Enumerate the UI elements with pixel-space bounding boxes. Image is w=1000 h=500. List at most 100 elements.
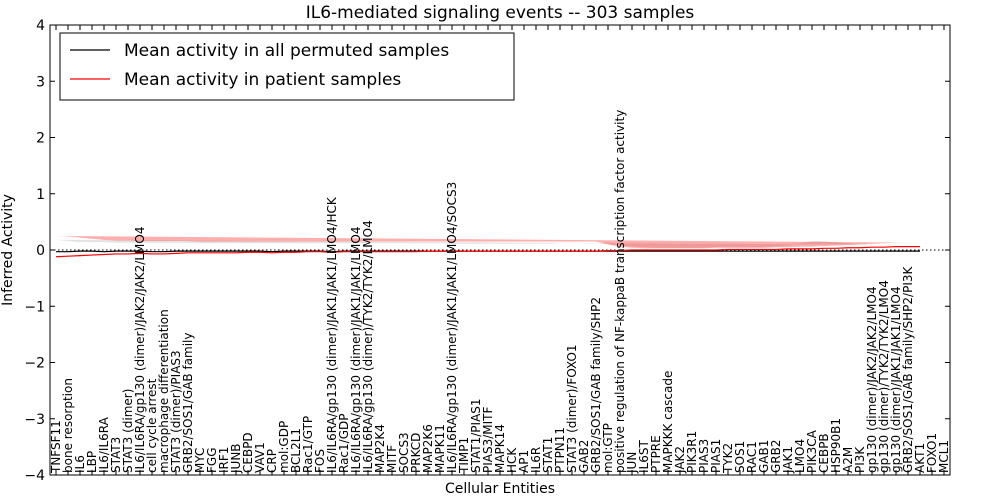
category-label: MCL1 bbox=[937, 440, 951, 473]
category-label: JUNB bbox=[229, 443, 243, 474]
category-label: STAT3 bbox=[109, 437, 123, 473]
category-label: IL6/IL6RA/gp130 (dimer)/JAK1/JAK1/LMO4/S… bbox=[445, 182, 459, 473]
category-label: gp130 (dimer)/TYK2/TYK2/LMO4 bbox=[877, 280, 891, 473]
category-label: TNFSF11 bbox=[49, 420, 63, 474]
category-label: IL6/IL6RA/gp130 (dimer)/JAK1/JAK1/LMO4/H… bbox=[325, 196, 339, 473]
category-label: IL6/IL6RA/gp130 (dimer)/TYK2/TYK2/LMO4 bbox=[361, 220, 375, 473]
category-label: TIMP1 bbox=[457, 437, 471, 474]
y-axis: −4 −3 −2 −1 0 1 2 3 4 bbox=[24, 18, 950, 484]
category-label: JUN bbox=[625, 452, 639, 474]
category-label: STAT3 (dimer) bbox=[121, 389, 135, 473]
category-label: GAB2 bbox=[577, 440, 591, 473]
category-label: gp130 (dimer)/JAK2/JAK2/LMO4 bbox=[865, 286, 879, 473]
category-label: MAPK14 bbox=[493, 424, 507, 473]
category-label: IL6 bbox=[73, 455, 87, 473]
category-label: LBP bbox=[85, 451, 99, 473]
category-label: STAT1/PIAS1 bbox=[469, 398, 483, 473]
category-label: GRB2/SOS1/GAB family/SHP2 bbox=[589, 297, 603, 473]
legend-label-patient: Mean activity in patient samples bbox=[124, 70, 401, 90]
category-label: cell cycle arrest bbox=[145, 378, 159, 473]
category-label: IL6/IL6RA/gp130 (dimer)/JAK2/JAK2/LMO4 bbox=[133, 227, 147, 473]
category-label: PRKCD bbox=[409, 433, 423, 473]
category-label: Rac1/GDP bbox=[337, 414, 351, 473]
category-label: GAB1 bbox=[757, 440, 771, 473]
category-label: SOS1 bbox=[733, 441, 747, 473]
category-label: positive regulation of NF-kappaB transcr… bbox=[613, 110, 627, 473]
y-axis-label: Inferred Activity bbox=[0, 194, 16, 306]
line-patient bbox=[55, 246, 920, 258]
y-tick-label: −2 bbox=[24, 356, 45, 372]
category-label: MYC bbox=[193, 448, 207, 473]
y-tick-label: −4 bbox=[24, 468, 45, 484]
category-label: STAT3 (dimer)/PIAS3 bbox=[169, 350, 183, 473]
category-label: PIAS3/MITF bbox=[481, 406, 495, 473]
legend: Mean activity in all permuted samples Me… bbox=[59, 32, 515, 101]
category-label: Rac1/GTP bbox=[301, 416, 315, 473]
category-label: IRF1 bbox=[217, 447, 231, 473]
x-axis-ticks bbox=[55, 25, 945, 475]
category-label: bone resorption bbox=[61, 378, 75, 473]
category-label: VAV1 bbox=[253, 442, 267, 473]
y-tick-label: −1 bbox=[24, 299, 45, 315]
category-label: TYK2 bbox=[721, 443, 735, 474]
category-label: PTPRE bbox=[649, 435, 663, 473]
category-label: FOS bbox=[313, 449, 327, 473]
category-label: gp130 (dimer)/JAK1/JAK1/LMO4 bbox=[889, 286, 903, 473]
category-label: STAT1 bbox=[541, 437, 555, 473]
y-tick-label: 2 bbox=[36, 131, 45, 147]
legend-box bbox=[59, 32, 515, 101]
band-permuted bbox=[56, 239, 920, 248]
category-label: MAPKKK cascade bbox=[661, 371, 675, 473]
y-tick-label: 4 bbox=[36, 18, 45, 34]
category-label: mol:GDP bbox=[277, 421, 291, 473]
y-tick-label: 0 bbox=[36, 243, 45, 259]
series-lines bbox=[50, 246, 950, 258]
category-label: BCL2L1 bbox=[289, 428, 303, 473]
chart-title: IL6-mediated signaling events -- 303 sam… bbox=[306, 3, 695, 23]
category-label: mol:GTP bbox=[601, 423, 615, 473]
category-label: GRB2 bbox=[769, 439, 783, 473]
category-label: CRP bbox=[265, 449, 279, 473]
category-label: AKT1 bbox=[913, 443, 927, 473]
category-label: FOXO1 bbox=[925, 433, 939, 473]
category-label: HCK bbox=[505, 447, 519, 473]
category-label: MITF bbox=[385, 445, 399, 473]
category-label: CEBPB bbox=[817, 433, 831, 473]
category-label: IL6ST bbox=[637, 440, 651, 473]
y-tick-label: 3 bbox=[36, 74, 45, 90]
y-tick-label: 1 bbox=[36, 187, 45, 203]
category-label: IL6R bbox=[529, 447, 543, 473]
category-label: PTPN11 bbox=[553, 427, 567, 473]
category-label: LMO4 bbox=[793, 439, 807, 473]
category-label: JAK1 bbox=[781, 446, 795, 474]
category-label: PIK3CA bbox=[805, 429, 819, 473]
category-label: RAC1 bbox=[745, 441, 759, 473]
category-label: GRB2/SOS1/GAB family/SHP2/PI3K bbox=[901, 265, 915, 473]
category-label: HSP90B1 bbox=[829, 418, 843, 473]
band-patient bbox=[56, 235, 920, 249]
category-label: PIAS3 bbox=[697, 439, 711, 473]
category-label: AP1 bbox=[517, 450, 531, 473]
category-label: MAP2K6 bbox=[421, 424, 435, 473]
category-label: IL6/IL6RA/gp130 (dimer)/JAK1/JAK1/LMO4 bbox=[349, 227, 363, 473]
y-tick-label: −3 bbox=[24, 412, 45, 428]
category-label: SOCS3 bbox=[397, 432, 411, 473]
category-label: MAP2K4 bbox=[373, 424, 387, 473]
confidence-bands bbox=[56, 235, 920, 249]
category-label: GRB2/SOS1/GAB family bbox=[181, 333, 195, 474]
category-label: STAT3 (dimer)/FOXO1 bbox=[565, 344, 579, 473]
category-label: MAPK11 bbox=[433, 424, 447, 473]
category-label: CEBPD bbox=[241, 432, 255, 473]
category-label: IL6/IL6RA bbox=[97, 416, 111, 473]
category-label: macrophage differentiation bbox=[157, 309, 171, 473]
category-label: JAK2 bbox=[673, 446, 687, 474]
x-axis-label: Cellular Entities bbox=[445, 481, 555, 497]
category-label: FGG bbox=[205, 448, 219, 474]
category-label: PIAS1 bbox=[709, 439, 723, 473]
category-label: PI3K bbox=[853, 446, 867, 473]
category-label: PIK3R1 bbox=[685, 431, 699, 473]
legend-label-permuted: Mean activity in all permuted samples bbox=[124, 41, 449, 61]
category-label: A2M bbox=[841, 447, 855, 473]
